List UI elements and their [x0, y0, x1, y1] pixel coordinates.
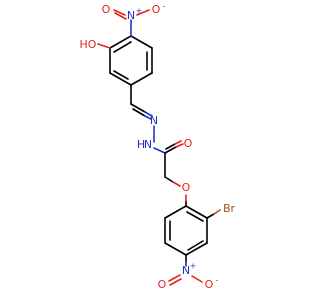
- bottom-nitro-group: N + O O -: [158, 254, 219, 291]
- amide-and-ether-chain: O O: [153, 137, 193, 207]
- bromine-label: Br: [223, 202, 236, 215]
- hydrazone-linker: N N H: [130, 84, 158, 151]
- hydroxyl-label: HO: [80, 38, 97, 51]
- hydrazone-nitrogen-1: N: [150, 114, 158, 127]
- bottom-nitro-minus: -: [216, 276, 219, 285]
- top-benzene-ring: [109, 35, 153, 86]
- hydrazone-nitrogen-2: N: [144, 138, 152, 151]
- top-nitro-nitrogen: N: [127, 9, 135, 22]
- molecule-svg: O N + O - HO N N H: [80, 2, 236, 292]
- ether-oxygen: O: [182, 181, 191, 194]
- carbonyl-oxygen: O: [184, 137, 193, 150]
- top-nitro-minus: -: [163, 2, 166, 11]
- top-nitro-oxygen-left: O: [102, 3, 111, 16]
- bromine-substituent: Br: [206, 202, 236, 219]
- bottom-nitro-oxygen-right: O: [205, 278, 214, 291]
- amide-hydrogen: H: [137, 138, 145, 151]
- bottom-nitro-oxygen-left: O: [158, 278, 167, 291]
- top-nitro-oxygen-right: O: [152, 3, 161, 16]
- bottom-benzene-ring: [164, 205, 208, 256]
- top-nitro-plus: +: [136, 7, 143, 16]
- bottom-nitro-plus: +: [190, 262, 197, 271]
- top-nitro-group: O N + O -: [102, 2, 166, 37]
- molecule-structure-diagram: O N + O - HO N N H: [80, 2, 236, 292]
- hydroxyl-group: HO: [80, 38, 111, 51]
- bottom-nitro-nitrogen: N: [182, 264, 190, 277]
